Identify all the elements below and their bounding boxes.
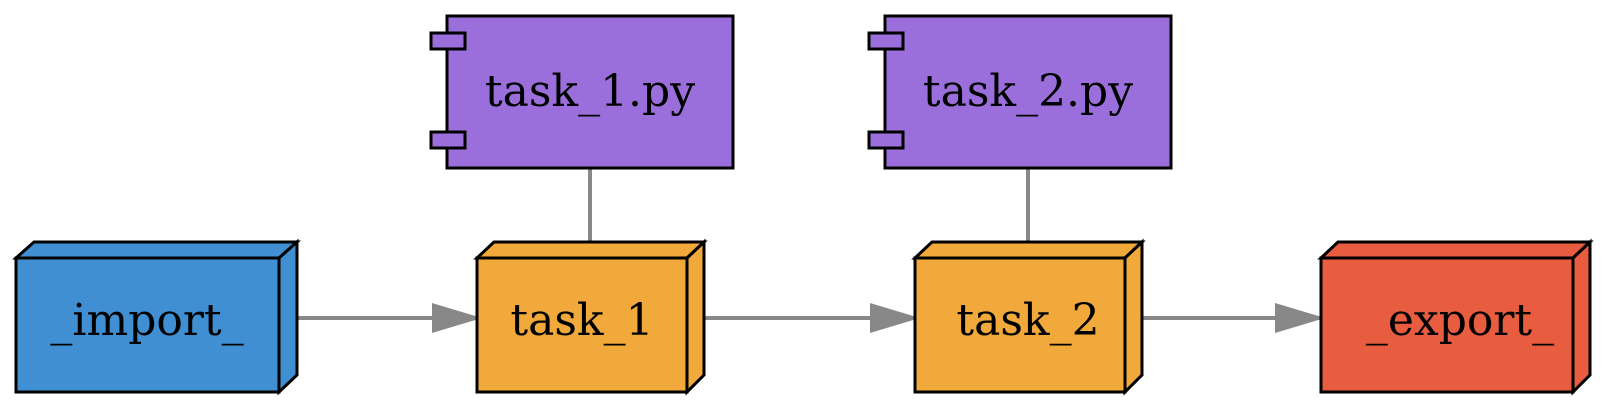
node-script-2-label: task_2.py xyxy=(923,66,1133,117)
node-task-1-side xyxy=(685,238,706,396)
node-task-1-top xyxy=(473,240,708,260)
node-task-1[interactable]: task_1 xyxy=(473,238,708,396)
node-script-1-body xyxy=(445,14,735,170)
node-task-2-side xyxy=(1123,238,1144,396)
node-import[interactable]: _import_ xyxy=(12,238,301,396)
node-script-1[interactable]: task_1.py xyxy=(429,14,735,170)
node-script-2-body xyxy=(883,14,1173,170)
node-task-2[interactable]: task_2 xyxy=(911,238,1146,396)
node-task-1-label: task_1 xyxy=(510,295,653,346)
node-script-1-port-bottom xyxy=(429,130,467,150)
node-import-front xyxy=(14,256,281,394)
node-import-top xyxy=(12,240,301,260)
node-task-2-label: task_2 xyxy=(956,295,1099,346)
node-script-2-port-bottom xyxy=(867,130,905,150)
node-task-2-top xyxy=(911,240,1146,260)
node-script-1-label: task_1.py xyxy=(485,66,695,117)
node-export-label: _export_ xyxy=(1366,295,1554,346)
node-script-2-port-top xyxy=(867,31,905,51)
node-export-side xyxy=(1571,238,1592,396)
node-task-1-front xyxy=(475,256,689,394)
node-export-top xyxy=(1317,240,1594,260)
node-import-side xyxy=(277,238,299,396)
node-script-2[interactable]: task_2.py xyxy=(867,14,1173,170)
node-export-front xyxy=(1319,256,1575,394)
node-task-2-front xyxy=(913,256,1127,394)
node-import-label: _import_ xyxy=(50,295,243,346)
node-script-1-port-top xyxy=(429,31,467,51)
node-export[interactable]: _export_ xyxy=(1317,238,1594,396)
